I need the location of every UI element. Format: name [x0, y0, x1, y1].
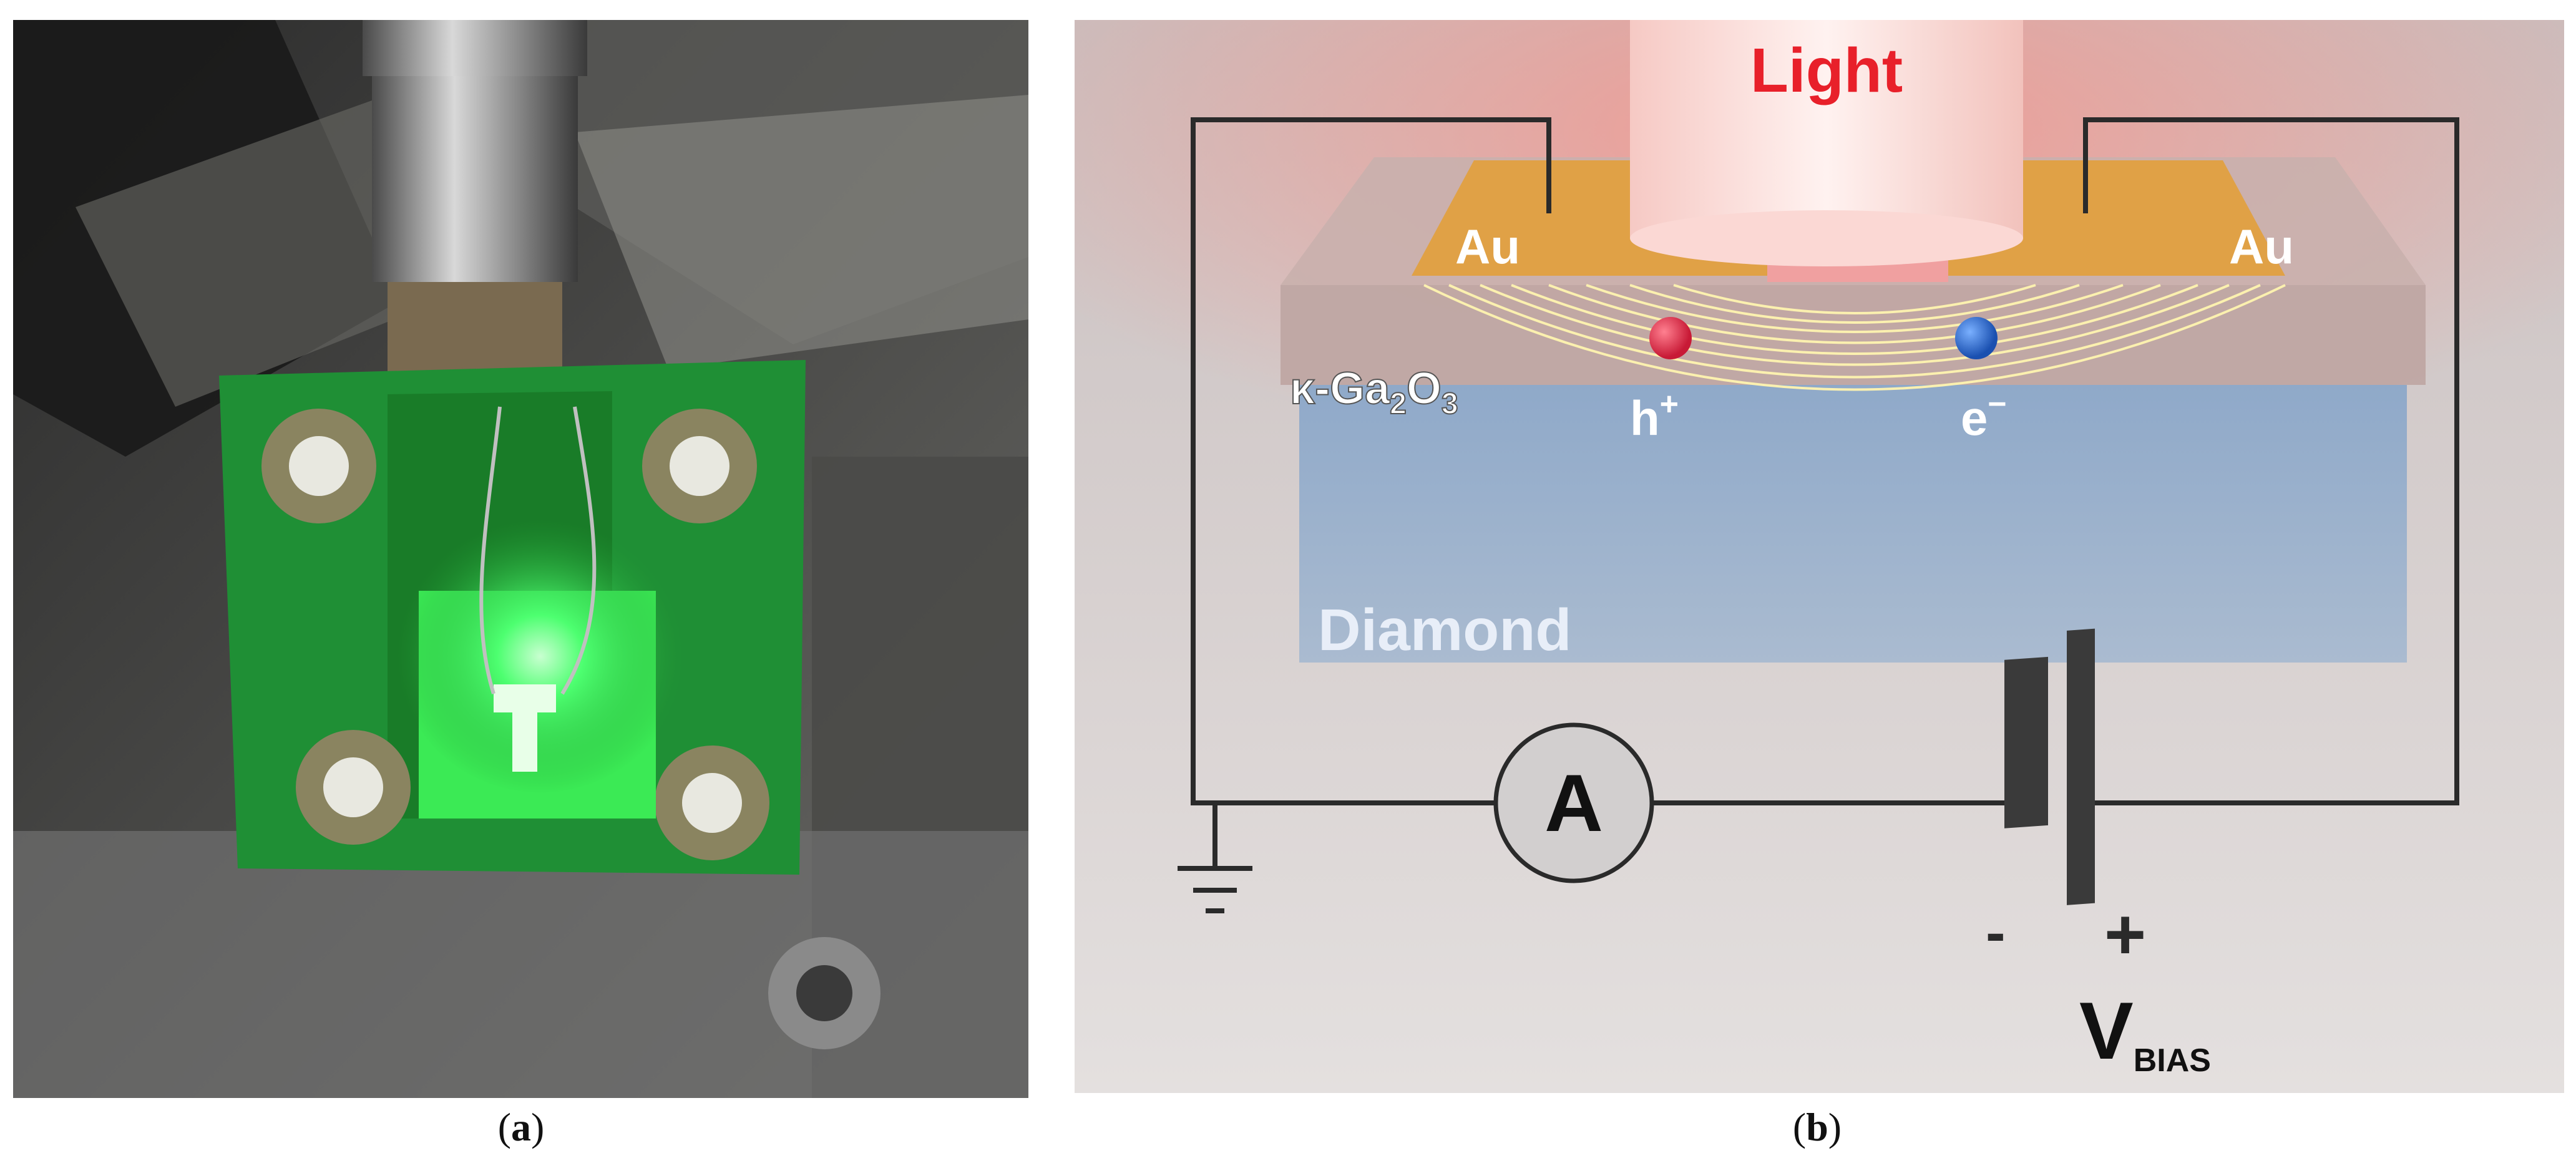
bond-wire-right: [560, 406, 597, 695]
battery-minus-label: -: [1986, 900, 2006, 966]
hole-carrier: [1649, 317, 1692, 359]
wire-left: [1191, 117, 1551, 805]
diamond-substrate: [1299, 385, 2407, 663]
connector-nut: [372, 76, 578, 282]
green-glow: [397, 519, 684, 794]
bond-wire-left: [479, 406, 502, 694]
battery-negative-plate: [2004, 656, 2048, 828]
ammeter-label: A: [1544, 757, 1603, 848]
electron-label: e−: [1961, 386, 2007, 445]
ga2o3-label: κ-Ga2O3: [1290, 364, 1458, 420]
electric-field-lines: [1423, 284, 2286, 391]
electron-carrier: [1955, 317, 1998, 359]
connector-top: [363, 20, 587, 76]
metal-arm-blur: [575, 95, 1028, 369]
pcb-mounting-pads: [261, 409, 769, 860]
ground-symbol: [1178, 866, 1252, 913]
device-photo: [13, 20, 1028, 1098]
light-label: Light: [1750, 36, 1903, 105]
hole-label: h+: [1630, 386, 1679, 445]
caption-b: (b): [1792, 1105, 1842, 1149]
caption-a: (a): [497, 1105, 545, 1149]
circuit-wires: [1191, 117, 2459, 868]
battery-positive-plate: [2067, 628, 2095, 905]
screw-hole: [796, 965, 852, 1021]
ammeter: [1493, 722, 1654, 883]
photodetector-schematic: A Light Au Au κ-Ga2O3 h+ e− Diamond - + …: [1075, 20, 2564, 1093]
au-label-right: Au: [2229, 219, 2294, 274]
light-beam: [1630, 20, 2023, 238]
ga2o3-layer: [1281, 285, 2426, 385]
au-label-left: Au: [1455, 219, 1520, 274]
device-photo-illustration: [13, 20, 1028, 1098]
light-beam-base: [1630, 210, 2023, 266]
t-shaped-electrode: [494, 684, 556, 772]
vbias-label: VBIAS: [2079, 985, 2211, 1079]
diamond-label: Diamond: [1318, 597, 1571, 663]
schematic-drawing: A Light Au Au κ-Ga2O3 h+ e− Diamond - + …: [1075, 20, 2564, 1093]
wire-right: [2083, 117, 2459, 805]
battery-plus-label: +: [2104, 895, 2146, 974]
